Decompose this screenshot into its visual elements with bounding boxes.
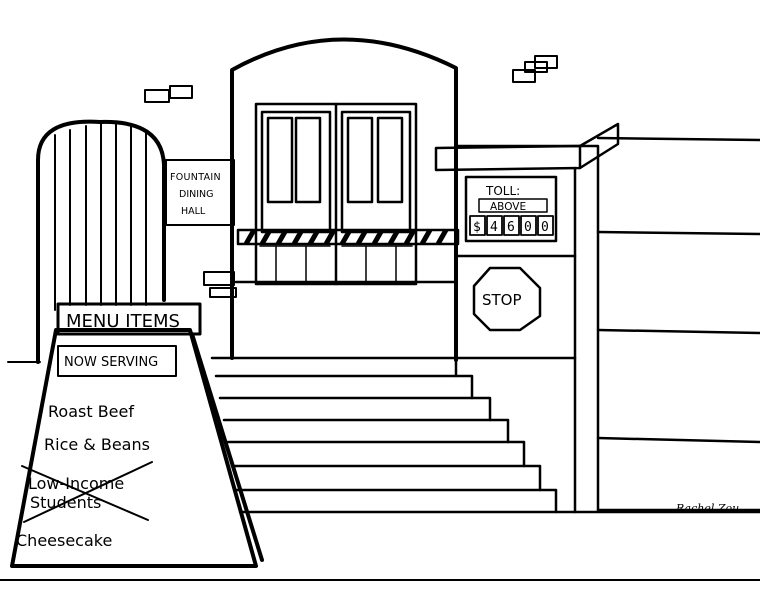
hall-sign: FOUNTAIN DINING HALL (165, 159, 235, 226)
toll-digit-1: 4 (490, 220, 498, 235)
wall-bricks (144, 55, 558, 298)
main-entrance (230, 37, 458, 362)
stop-sign: STOP (472, 266, 542, 332)
menu-item-last: Cheesecake (16, 531, 112, 550)
toll-digit-dollar: $ (473, 220, 481, 235)
hall-sign-line-3: HALL (181, 206, 206, 217)
arched-door (36, 119, 166, 364)
toll-digit-4: 0 (541, 220, 549, 235)
toll-sign: TOLL: ABOVE $ 4 6 0 0 (464, 175, 558, 243)
menu-now-serving: NOW SERVING (64, 355, 158, 370)
menu-item-1: Roast Beef (48, 402, 134, 421)
toll-digit-2: 6 (507, 220, 515, 235)
stop-label: STOP (482, 291, 522, 309)
toll-booth (434, 122, 620, 514)
menu-header: MENU ITEMS (66, 311, 180, 332)
hall-sign-line-1: FOUNTAIN (170, 172, 221, 183)
menu-sign: MENU ITEMS NOW SERVING Roast Beef Rice &… (10, 302, 264, 568)
toll-subtitle: ABOVE (490, 201, 526, 213)
signature-text: Rachel Zou (675, 502, 739, 515)
toll-digit-3: 0 (524, 220, 532, 235)
toll-title: TOLL: (485, 184, 520, 198)
double-doors (254, 102, 418, 286)
menu-strikethrough (21, 461, 153, 523)
stairs (210, 356, 760, 514)
barrier-tape (236, 228, 460, 246)
hall-sign-line-2: DINING (179, 189, 214, 200)
menu-item-2: Rice & Beans (44, 435, 150, 454)
artist-signature: Rachel Zou (675, 502, 739, 515)
ground (0, 361, 760, 581)
